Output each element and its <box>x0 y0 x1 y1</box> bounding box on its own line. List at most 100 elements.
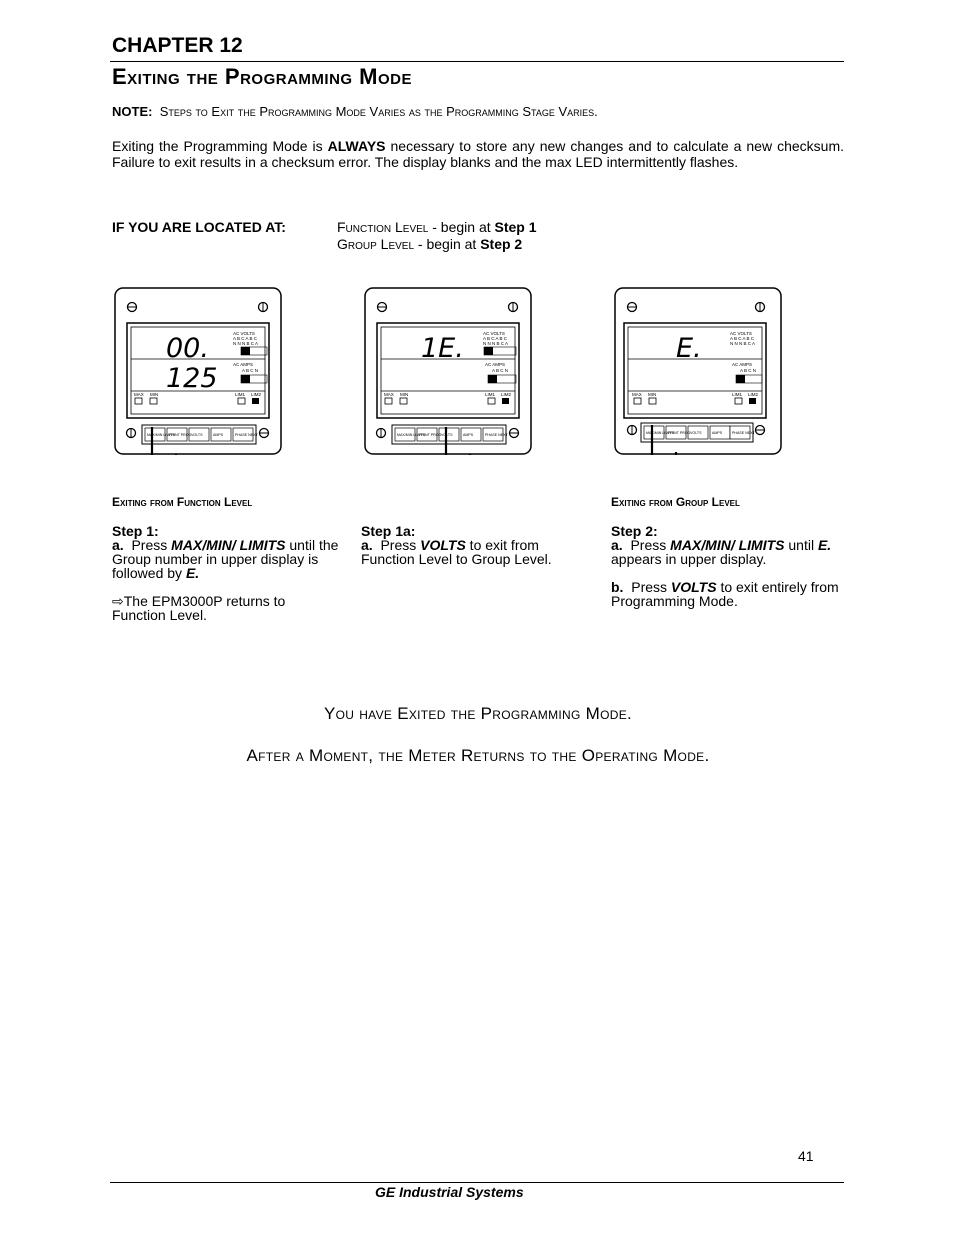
lim1-label: LIM1 <box>235 392 246 397</box>
minus-screw-icon <box>258 427 270 439</box>
step2-a-bold: MAX/MIN/ LIMITS <box>670 537 785 553</box>
phase-next-button[interactable] <box>729 425 751 440</box>
intro-paragraph: Exiting the Programming Mode is ALWAYS n… <box>112 138 844 170</box>
min-label: MIN <box>400 392 408 397</box>
meter-diagram-2: 1E. AC VOLTS A B C A B C N N N B C A AC … <box>364 287 532 455</box>
step1-a-text2: until the Group number in upper display … <box>112 537 339 581</box>
plus-screw-icon <box>375 427 387 439</box>
step1-arrow-text: The EPM3000P returns to Function Level. <box>112 593 286 623</box>
step2-title: Step 2: <box>611 523 658 539</box>
location-line-function: Function Level - begin at Step 1 <box>337 219 537 236</box>
group-level-text: Group Level <box>337 236 415 252</box>
amps-row: A B C N <box>242 368 258 373</box>
button-row[interactable]: MAX/MIN LIMITS PRINT PROG VOLTS AMPS PHA… <box>144 427 259 442</box>
max-led <box>384 397 393 405</box>
ac-volts-label: AC VOLTS <box>483 331 505 336</box>
lim2-label: LIM2 <box>501 392 512 397</box>
step1-a-label: a. <box>112 537 124 553</box>
plus-screw-icon <box>257 301 269 313</box>
footer-rule <box>110 1182 844 1183</box>
ac-amps-label: AC AMPS <box>485 362 505 367</box>
step2-b-label: b. <box>611 579 624 595</box>
step1-title: Step 1: <box>112 523 159 539</box>
minus-screw-icon <box>626 301 638 313</box>
minus-screw-icon <box>508 427 520 439</box>
step2-a-text3: appears in upper display. <box>611 551 767 567</box>
minus-screw-icon <box>376 301 388 313</box>
step1-a-end: E. <box>185 565 200 581</box>
ac-volts-label: AC VOLTS <box>233 331 255 336</box>
min-led <box>149 397 158 405</box>
phase-next-label: PHASE NEXT <box>485 433 509 437</box>
max-min-limits-label: MAX/MIN LIMITS <box>397 433 426 437</box>
phase-next-button[interactable] <box>482 427 504 442</box>
max-label: MAX <box>632 392 642 397</box>
amps-label: AMPS <box>463 433 474 437</box>
meter-diagram-1: 00. 125 AC VOLTS A B C A B C N N N B C A… <box>114 287 282 455</box>
volts-button[interactable] <box>687 425 709 440</box>
min-led <box>399 397 408 405</box>
max-label: MAX <box>134 392 144 397</box>
max-min-limits-button[interactable] <box>394 427 416 442</box>
step2-a-label: a. <box>611 537 623 553</box>
function-step-ref: Step 1 <box>494 219 537 235</box>
upper-display: E. <box>676 333 702 364</box>
step2-b-text1: Press <box>623 579 671 595</box>
volts-row1: A B C A B C <box>483 336 508 341</box>
print-prog-button[interactable] <box>416 427 438 442</box>
function-begin-text: - begin at <box>428 219 495 235</box>
lim1-led <box>487 397 496 405</box>
step1a-a-text1: Press <box>372 537 421 553</box>
page-number: 41 <box>798 1148 814 1164</box>
max-label: MAX <box>384 392 394 397</box>
max-min-limits-button[interactable] <box>144 427 166 442</box>
group-step-ref: Step 2 <box>480 236 523 252</box>
ac-amps-label: AC AMPS <box>732 362 752 367</box>
print-prog-button[interactable] <box>166 427 188 442</box>
upper-display: 00. <box>166 333 209 364</box>
step2-a-text2: until <box>784 537 818 553</box>
ac-amps-label: AC AMPS <box>233 362 253 367</box>
location-line-group: Group Level - begin at Step 2 <box>337 236 537 253</box>
group-level-header: Exiting from Group Level <box>611 495 740 509</box>
chapter-label: CHAPTER 12 <box>112 34 243 57</box>
step1-column: Step 1: a. Press MAX/MIN/ LIMITS until t… <box>112 524 342 636</box>
group-begin-text: - begin at <box>414 236 481 252</box>
intro-text-2: necessary to store any new changes and t… <box>112 138 844 170</box>
max-min-limits-label: MAX/MIN LIMITS <box>646 431 675 435</box>
volts-row2: N N N B C A <box>730 341 755 346</box>
volts-row1: A B C A B C <box>233 336 258 341</box>
phase-next-button[interactable] <box>232 427 254 442</box>
step1a-a-text2: to exit from Function Level to Group Lev… <box>361 537 552 567</box>
min-led <box>648 397 657 405</box>
location-lines: Function Level - begin at Step 1 Group L… <box>337 219 537 253</box>
page-title: Exiting the Programming Mode <box>112 64 413 89</box>
step1a-title: Step 1a: <box>361 523 416 539</box>
volts-button[interactable] <box>188 427 210 442</box>
closing-line-1: You have Exited the Programming Mode. <box>323 704 633 723</box>
amps-button[interactable] <box>460 427 482 442</box>
print-prog-button[interactable] <box>665 425 687 440</box>
button-row[interactable]: MAX/MIN LIMITS PRINT PROG VOLTS AMPS PHA… <box>394 427 509 442</box>
function-level-header: Exiting from Function Level <box>112 495 253 509</box>
lim2-led <box>252 398 259 404</box>
amps-button[interactable] <box>210 427 232 442</box>
step2-b-text2: to exit entirely from Programming Mode. <box>611 579 839 609</box>
intro-text-1: Exiting the Programming Mode is <box>112 138 328 154</box>
button-row[interactable]: MAX/MIN LIMITS PRINT PROG VOLTS AMPS PHA… <box>643 425 756 440</box>
step1-a-bold: MAX/MIN/ LIMITS <box>171 537 286 553</box>
plus-screw-icon <box>626 424 638 436</box>
step2-b-bold: VOLTS <box>670 579 717 595</box>
plus-screw-icon <box>125 427 137 439</box>
phase-next-label: PHASE NEXT <box>235 433 259 437</box>
minus-screw-icon <box>754 424 766 436</box>
lim2-led <box>502 398 509 404</box>
amps-label: AMPS <box>712 431 723 435</box>
volts-button[interactable] <box>438 427 460 442</box>
plus-screw-icon <box>754 301 766 313</box>
step1a-a-label: a. <box>361 537 373 553</box>
min-label: MIN <box>648 392 656 397</box>
step1a-column: Step 1a: a. Press VOLTS to exit from Fun… <box>361 524 591 580</box>
max-min-limits-button[interactable] <box>643 425 665 440</box>
step2-a-text1: Press <box>622 537 671 553</box>
